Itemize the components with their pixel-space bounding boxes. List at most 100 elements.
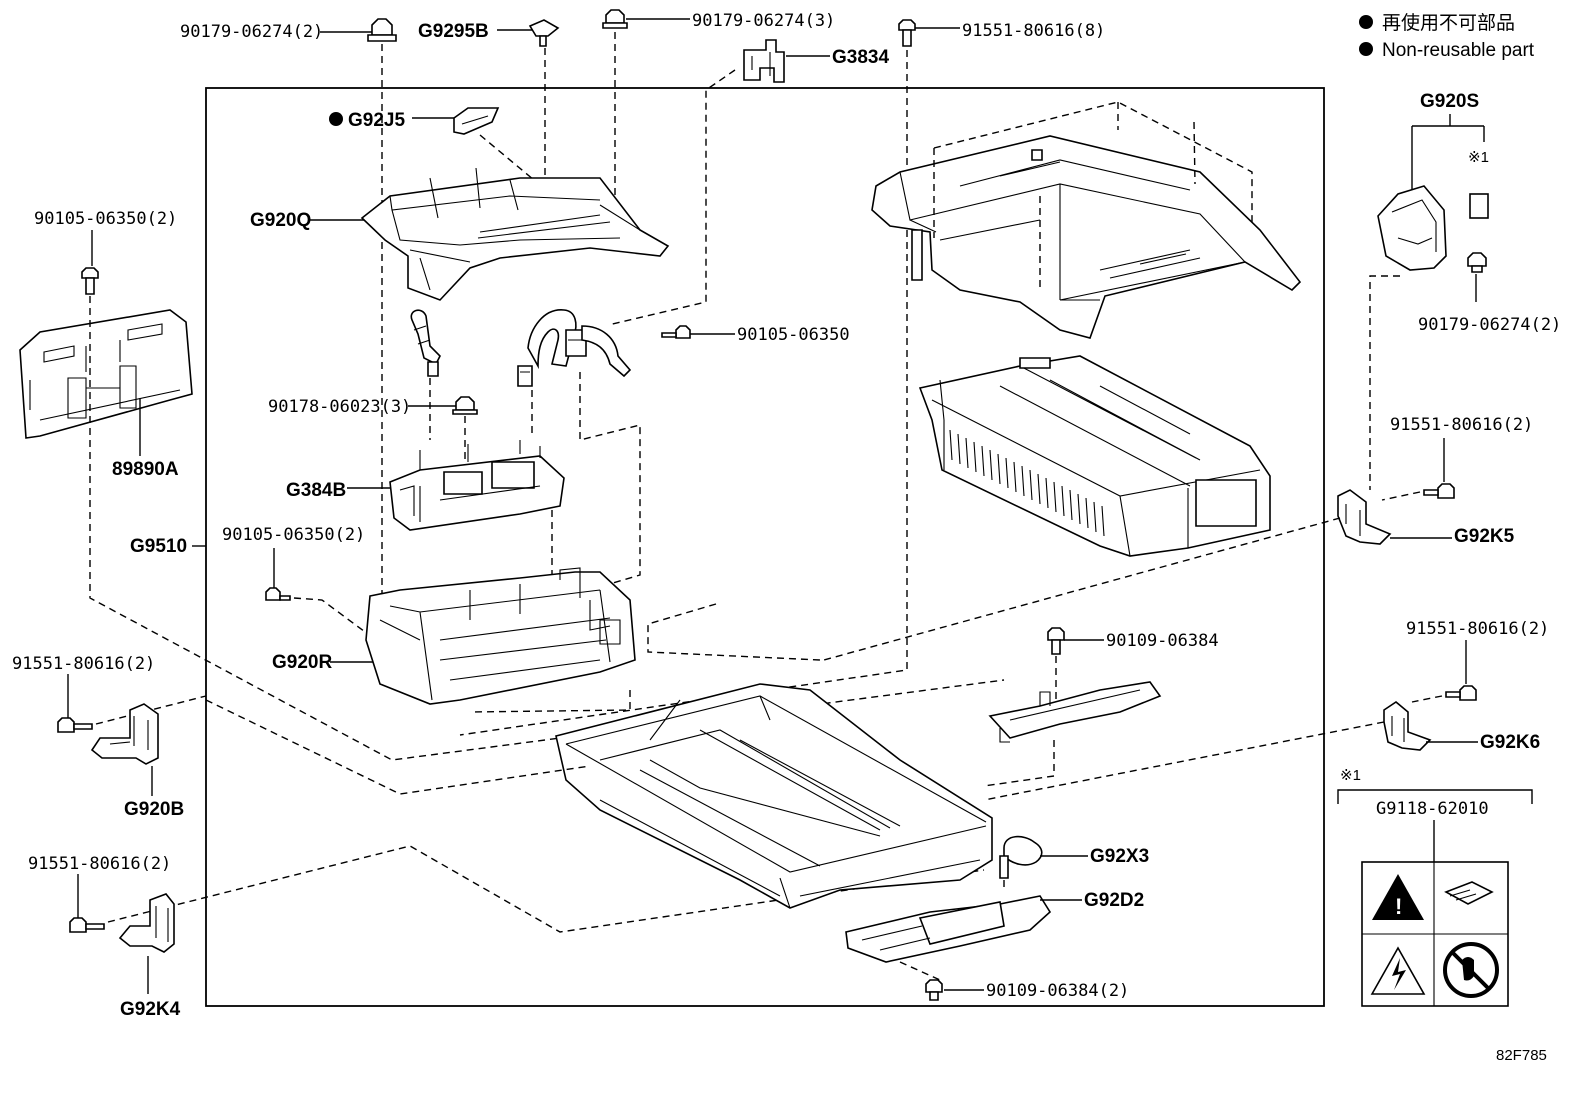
dash-line — [933, 101, 1253, 290]
label-g9510[interactable]: G9510 — [130, 536, 187, 557]
label-g920b[interactable]: G920B — [124, 799, 184, 820]
dash-line — [1411, 695, 1443, 703]
manual-book-icon — [1444, 881, 1494, 905]
nut-icon — [452, 396, 478, 415]
label-g920s[interactable]: G920S — [1420, 91, 1479, 112]
dash-line — [899, 961, 941, 981]
svg-text:!: ! — [1395, 894, 1402, 919]
clip-icon — [528, 19, 560, 47]
dash-line — [647, 603, 821, 661]
bracket-g92k4 — [118, 893, 175, 953]
label-90179-top-left[interactable]: 90179-06274(2) — [180, 22, 323, 42]
pad-g92j5 — [453, 107, 500, 135]
bracket-line — [1337, 789, 1533, 804]
dash-line — [1369, 275, 1400, 490]
label-sticker-icon — [1469, 193, 1489, 219]
dash-line — [469, 690, 631, 713]
dash-line — [479, 134, 541, 186]
cover-g920s — [1377, 185, 1447, 271]
bolt-icon — [661, 325, 691, 339]
non-reusable-dot-icon — [329, 112, 343, 126]
legend-en: Non-reusable part — [1382, 40, 1535, 61]
bolt-icon — [1445, 685, 1477, 701]
bolt-icon — [265, 587, 291, 601]
dash-line — [823, 517, 1341, 661]
legend: 再使用不可部品 Non-reusable part — [1359, 12, 1535, 61]
bracket-g3834 — [743, 39, 785, 83]
bracket-g92k6 — [1383, 701, 1432, 751]
dash-line — [983, 740, 1055, 787]
label-90179-right[interactable]: 90179-06274(2) — [1418, 315, 1561, 335]
note-mark-2: ※1 — [1340, 767, 1361, 784]
harness-cable-main — [517, 309, 632, 387]
bolt-icon — [898, 19, 916, 47]
label-g92k5[interactable]: G92K5 — [1454, 526, 1515, 547]
dash-line — [531, 372, 641, 601]
bolt-icon — [1423, 483, 1455, 499]
label-91551-left1[interactable]: 91551-80616(2) — [12, 654, 155, 674]
bolt-icon — [81, 267, 99, 295]
rail-bracket — [988, 681, 1162, 743]
bracket-g92k5 — [1337, 489, 1392, 545]
dash-line — [205, 699, 591, 795]
warning-triangle-icon — [1372, 874, 1424, 920]
label-90178[interactable]: 90178-06023(3) — [268, 397, 411, 417]
bolt-icon — [925, 979, 943, 1001]
label-g9295b[interactable]: G9295B — [418, 21, 489, 42]
sensor-g92x3 — [999, 835, 1043, 879]
bracket-g920b — [90, 703, 159, 765]
battery-tray — [555, 683, 993, 909]
label-91551-right2[interactable]: 91551-80616(2) — [1406, 619, 1549, 639]
label-91551-top[interactable]: 91551-80616(8) — [962, 21, 1105, 41]
label-89890a[interactable]: 89890A — [112, 459, 179, 480]
leader — [1411, 114, 1485, 196]
dash-line — [983, 721, 1385, 801]
lower-frame-g920r — [365, 567, 636, 705]
label-g92k4[interactable]: G92K4 — [120, 999, 181, 1020]
label-g92k6[interactable]: G92K6 — [1480, 732, 1540, 753]
dash-line — [1381, 491, 1421, 501]
battery-module — [918, 355, 1271, 557]
battery-cover-upper — [871, 135, 1302, 339]
label-90179-top-mid[interactable]: 90179-06274(3) — [692, 11, 835, 31]
label-g920q[interactable]: G920Q — [250, 210, 311, 231]
label-g92x3[interactable]: G92X3 — [1090, 846, 1149, 867]
label-90109-bottom[interactable]: 90109-06384(2) — [986, 981, 1129, 1001]
dash-line — [459, 50, 908, 736]
upper-cover-g920q — [360, 167, 670, 301]
caution-label-sheet: ! — [1361, 861, 1509, 1007]
label-91551-right1[interactable]: 91551-80616(2) — [1390, 415, 1533, 435]
legend-ja: 再使用不可部品 — [1382, 12, 1515, 34]
figure-code: 82F785 — [1496, 1047, 1547, 1064]
bracket-89890a — [19, 309, 193, 439]
dash-line — [293, 597, 377, 641]
nut-icon — [1467, 252, 1487, 273]
label-90105-lower[interactable]: 90105-06350(2) — [222, 525, 365, 545]
label-90105-left[interactable]: 90105-06350(2) — [34, 209, 177, 229]
non-reusable-dot-icon — [1359, 42, 1373, 56]
label-91551-left2[interactable]: 91551-80616(2) — [28, 854, 171, 874]
harness-clamp-left — [410, 309, 441, 377]
label-g9118[interactable]: G9118-62010 — [1376, 799, 1489, 819]
tray-cover-g92d2 — [845, 895, 1052, 963]
dash-line — [607, 69, 736, 326]
label-g92j5[interactable]: G92J5 — [348, 110, 405, 131]
bolt-icon — [1047, 627, 1065, 655]
dash-line — [95, 695, 207, 725]
note-mark-1: ※1 — [1468, 149, 1489, 166]
label-g3834[interactable]: G3834 — [832, 47, 889, 68]
label-g920r[interactable]: G920R — [272, 652, 332, 673]
label-90105-mid[interactable]: 90105-06350 — [737, 325, 850, 345]
bolt-icon — [57, 717, 93, 733]
bolt-icon — [69, 917, 105, 933]
relay-block-g384b — [389, 440, 565, 531]
nut-icon — [602, 9, 628, 29]
label-g92d2[interactable]: G92D2 — [1084, 890, 1144, 911]
nut-icon — [367, 18, 397, 42]
dash-line — [107, 845, 985, 933]
label-g384b[interactable]: G384B — [286, 480, 346, 501]
assembly-frame — [205, 87, 1325, 1007]
label-90109-mid[interactable]: 90109-06384 — [1106, 631, 1219, 651]
non-reusable-dot-icon — [1359, 15, 1373, 29]
